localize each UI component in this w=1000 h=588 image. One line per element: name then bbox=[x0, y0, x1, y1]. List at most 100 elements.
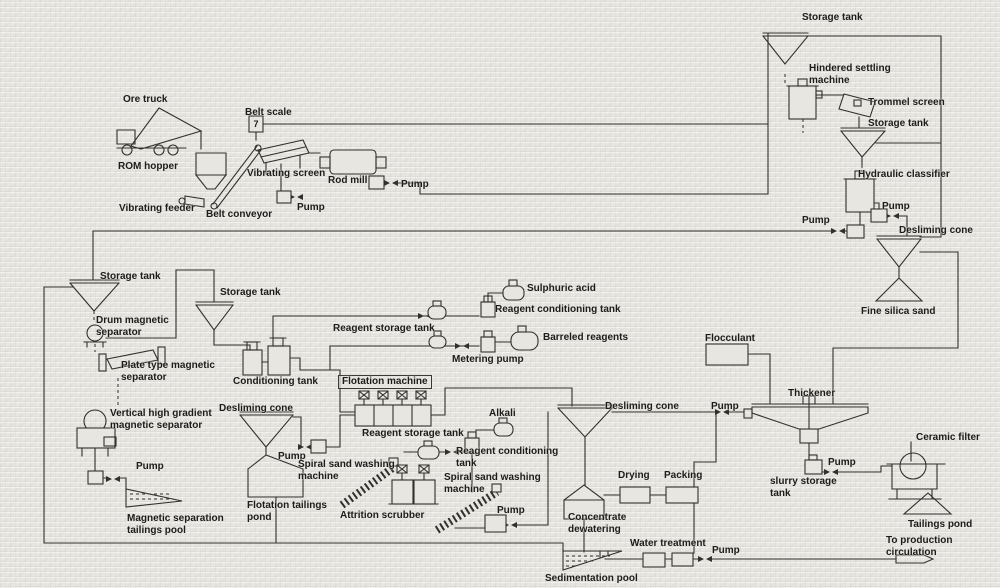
ore-truck-label: Ore truck bbox=[123, 94, 168, 105]
hindered-settling-machine-label: Hindered settling machine bbox=[809, 63, 891, 86]
hindered-settling-machine-icon bbox=[786, 78, 823, 120]
pump-water-treatment-label: Pump bbox=[712, 545, 740, 556]
vertical-high-gradient-magnetic-separator-icon bbox=[76, 409, 117, 457]
reagent-system-icons bbox=[417, 279, 539, 460]
attrition-scrubber-icon bbox=[388, 464, 439, 505]
rod-mill-label: Rod mill bbox=[328, 175, 368, 186]
pump-classifier-right-icon bbox=[870, 208, 888, 223]
magnetic-tailings-pool-icon bbox=[125, 488, 183, 508]
pump-magnetic-icon bbox=[87, 470, 104, 485]
trommel-screen-icon bbox=[838, 93, 876, 118]
reagent-conditioning-tank-1-icon bbox=[480, 301, 496, 318]
alkali-icon bbox=[493, 422, 514, 437]
belt-scale-label: Belt scale bbox=[245, 107, 292, 118]
pump-spiral-label: Pump bbox=[497, 505, 525, 516]
pump-screen-icon bbox=[276, 190, 292, 204]
pump-rod-mill-icon bbox=[368, 175, 385, 190]
ceramic-filter-icon bbox=[886, 452, 946, 500]
reagent-conditioning-tank-1-label: Reagent conditioning tank bbox=[495, 304, 621, 315]
spiral-sand-washing-machine-2-icon bbox=[434, 483, 502, 534]
pump-classifier-right-label: Pump bbox=[882, 201, 910, 212]
drying-label: Drying bbox=[618, 470, 650, 481]
drum-magnetic-separator-icon bbox=[83, 324, 107, 348]
reagent-conditioning-tank-2-label: Reagent conditioning tank bbox=[456, 446, 559, 469]
storage-tank-left-2-label: Storage tank bbox=[220, 287, 281, 298]
plate-type-magnetic-separator-icon bbox=[98, 346, 166, 372]
water-treatment-icon bbox=[642, 552, 694, 568]
rod-mill-icon bbox=[319, 149, 387, 175]
desliming-cone-center-label: Desliming cone bbox=[605, 401, 679, 412]
to-production-arrow-icon bbox=[895, 554, 935, 564]
rom-hopper-label: ROM hopper bbox=[118, 161, 178, 172]
spiral-sand-washing-machine-1-label: Spiral sand washing machine bbox=[298, 459, 395, 482]
belt-scale-value-label: 7 bbox=[253, 119, 259, 129]
reagent-storage-tank-2-icon bbox=[417, 445, 440, 460]
storage-tank-right-2-icon bbox=[840, 127, 886, 158]
pump-slurry-label: Pump bbox=[828, 457, 856, 468]
flocculant-label: Flocculant bbox=[705, 333, 756, 344]
conditioning-tank-label: Conditioning tank bbox=[233, 376, 318, 387]
sedimentation-pool-label: Sedimentation pool bbox=[545, 573, 638, 584]
drum-magnetic-separator-label: Drum magnetic separator bbox=[96, 315, 169, 338]
metering-pump-label: Metering pump bbox=[452, 354, 524, 365]
barreled-reagents-icon bbox=[510, 331, 539, 351]
water-treatment-label: Water treatment bbox=[630, 538, 706, 549]
pump-screen-label: Pump bbox=[297, 202, 325, 213]
belt-conveyor-icon bbox=[210, 144, 262, 210]
flotation-tailings-pond-icon bbox=[247, 454, 304, 498]
slurry-storage-tank-icon bbox=[804, 454, 823, 475]
fine-silica-sand-icon bbox=[874, 277, 924, 302]
pump-classifier-left-icon bbox=[846, 224, 865, 239]
rom-hopper-icon bbox=[194, 152, 228, 190]
sulphuric-acid-label: Sulphuric acid bbox=[527, 283, 596, 294]
ore-truck-icon bbox=[116, 107, 203, 156]
sedimentation-pool-icon bbox=[562, 550, 623, 571]
barreled-reagents-label: Barreled reagents bbox=[543, 332, 629, 343]
storage-tank-top-right-label: Storage tank bbox=[802, 12, 863, 23]
slurry-storage-tank-label: slurry storage tank bbox=[770, 476, 837, 499]
sulphuric-acid-icon bbox=[502, 285, 525, 301]
fine-silica-sand-label: Fine silica sand bbox=[861, 306, 936, 317]
magnetic-separation-tailings-pool-label: Magnetic separation tailings pool bbox=[127, 513, 224, 536]
storage-tank-left-icon bbox=[69, 279, 120, 312]
reagent-storage-tank-1-label: Reagent storage tank bbox=[333, 323, 435, 334]
thickener-icon bbox=[743, 395, 869, 444]
reagent-storage-tank-2-label: Reagent storage tank bbox=[362, 428, 464, 439]
tailings-pond-label: Tailings pond bbox=[908, 519, 973, 530]
concentrate-dewatering-icon bbox=[563, 484, 605, 520]
storage-tank-top-right-icon bbox=[762, 32, 809, 65]
pump-thickener-feed-label: Pump bbox=[711, 401, 739, 412]
flocculant-icon bbox=[705, 343, 749, 366]
spiral-sand-washing-machine-1-icon bbox=[339, 457, 399, 509]
reagent-storage-tank-1-icon bbox=[427, 305, 447, 320]
conditioning-tank-icon bbox=[242, 337, 291, 376]
storage-tank-left-2-icon bbox=[195, 301, 234, 331]
ceramic-filter-label: Ceramic filter bbox=[916, 432, 980, 443]
trommel-screen-label: Trommel screen bbox=[868, 97, 945, 108]
vibrating-screen-icon bbox=[257, 139, 310, 175]
desliming-cone-right-icon bbox=[874, 235, 924, 302]
concentrate-dewatering-label: Concentrate dewatering bbox=[568, 512, 627, 535]
storage-tank-right-2-label: Storage tank bbox=[868, 118, 929, 129]
vibrating-screen-label: Vibrating screen bbox=[247, 168, 326, 179]
metering-pump-icon bbox=[480, 336, 496, 353]
packing-icon bbox=[665, 486, 699, 504]
spiral-sand-washing-machine-2-label: Spiral sand washing machine bbox=[444, 472, 541, 495]
vertical-high-gradient-magnetic-separator-label: Vertical high gradient magnetic separato… bbox=[110, 408, 212, 431]
desliming-cone-left-label: Desliming cone bbox=[219, 403, 293, 414]
vibrating-feeder-label: Vibrating feeder bbox=[119, 203, 195, 214]
pump-rod-mill-label: Pump bbox=[401, 179, 429, 190]
flotation-machine-label: Flotation machine bbox=[338, 375, 432, 389]
attrition-scrubber-label: Attrition scrubber bbox=[340, 510, 425, 521]
pump-desliming-icon bbox=[310, 439, 327, 454]
desliming-cone-right-label: Desliming cone bbox=[899, 225, 973, 236]
hydraulic-classifier-icon bbox=[843, 170, 877, 213]
pump-classifier-left-label: Pump bbox=[802, 215, 830, 226]
packing-label: Packing bbox=[664, 470, 703, 481]
belt-conveyor-label: Belt conveyor bbox=[206, 209, 273, 220]
hydraulic-classifier-label: Hydraulic classifier bbox=[858, 169, 950, 180]
thickener-label: Thickener bbox=[788, 388, 836, 399]
plate-type-magnetic-separator-label: Plate type magnetic separator bbox=[121, 360, 215, 383]
